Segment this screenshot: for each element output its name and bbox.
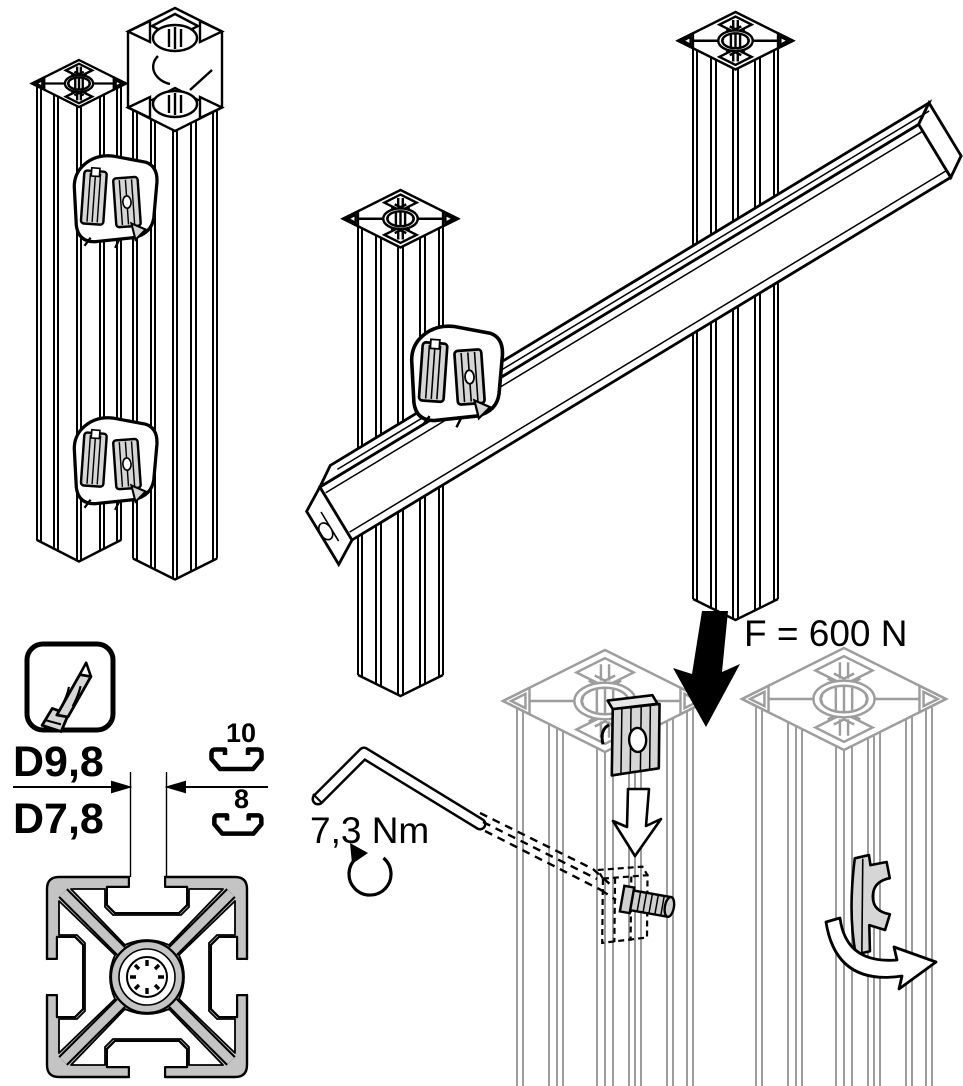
profile-body — [36, 86, 122, 561]
slot-10-size-label: 10 — [226, 718, 256, 748]
profile-body — [692, 48, 779, 618]
diagonal-webs — [58, 888, 236, 1066]
profile-left-gray — [501, 648, 709, 1086]
clip-fastener — [72, 416, 159, 512]
fastening-steps-panel: 7,3 Nm F = 600 N — [310, 611, 948, 1086]
profile-body — [132, 110, 218, 579]
drilling-spec-panel: D9,8 D7,8 10 8 — [13, 641, 268, 1079]
drill-bit-icon — [40, 661, 93, 733]
profile-stack-panel — [30, 6, 225, 581]
slot-10-symbol — [209, 747, 264, 772]
profile-top-face — [676, 10, 795, 71]
clip-fastener — [409, 324, 505, 430]
cross-beam — [304, 99, 963, 568]
force-label: F = 600 N — [744, 613, 908, 654]
inserted-fastener-ghost — [595, 865, 676, 945]
slot-fastener-block — [600, 693, 661, 777]
insertion-arrow-icon — [611, 787, 663, 858]
drill-icon-frame — [24, 641, 116, 733]
drill-diameter-slot8-label: D7,8 — [13, 795, 104, 843]
clip-fastener — [72, 154, 159, 250]
set-screw — [618, 884, 676, 919]
slot-8-symbol — [212, 813, 264, 836]
cross-beam-panel — [304, 10, 963, 698]
slot-8-size-label: 8 — [234, 784, 249, 814]
drill-diameter-slot10-label: D9,8 — [13, 738, 104, 786]
profile-top-face — [125, 6, 225, 133]
hex-key-icon — [311, 746, 487, 831]
t-slot-cavities — [47, 877, 247, 1077]
force-arrow-icon — [673, 611, 740, 727]
rotation-arrow-icon — [824, 916, 938, 991]
core-bore — [109, 939, 185, 1015]
profile-right-gray — [740, 646, 948, 1086]
torque-rotation-icon — [347, 843, 393, 897]
profile-top-face — [30, 58, 128, 109]
torque-label: 7,3 Nm — [310, 810, 429, 851]
retainer-clamp — [850, 853, 892, 956]
profile-cross-section — [45, 875, 249, 1079]
leader-lines — [479, 811, 617, 901]
profile-top-face — [341, 188, 460, 249]
